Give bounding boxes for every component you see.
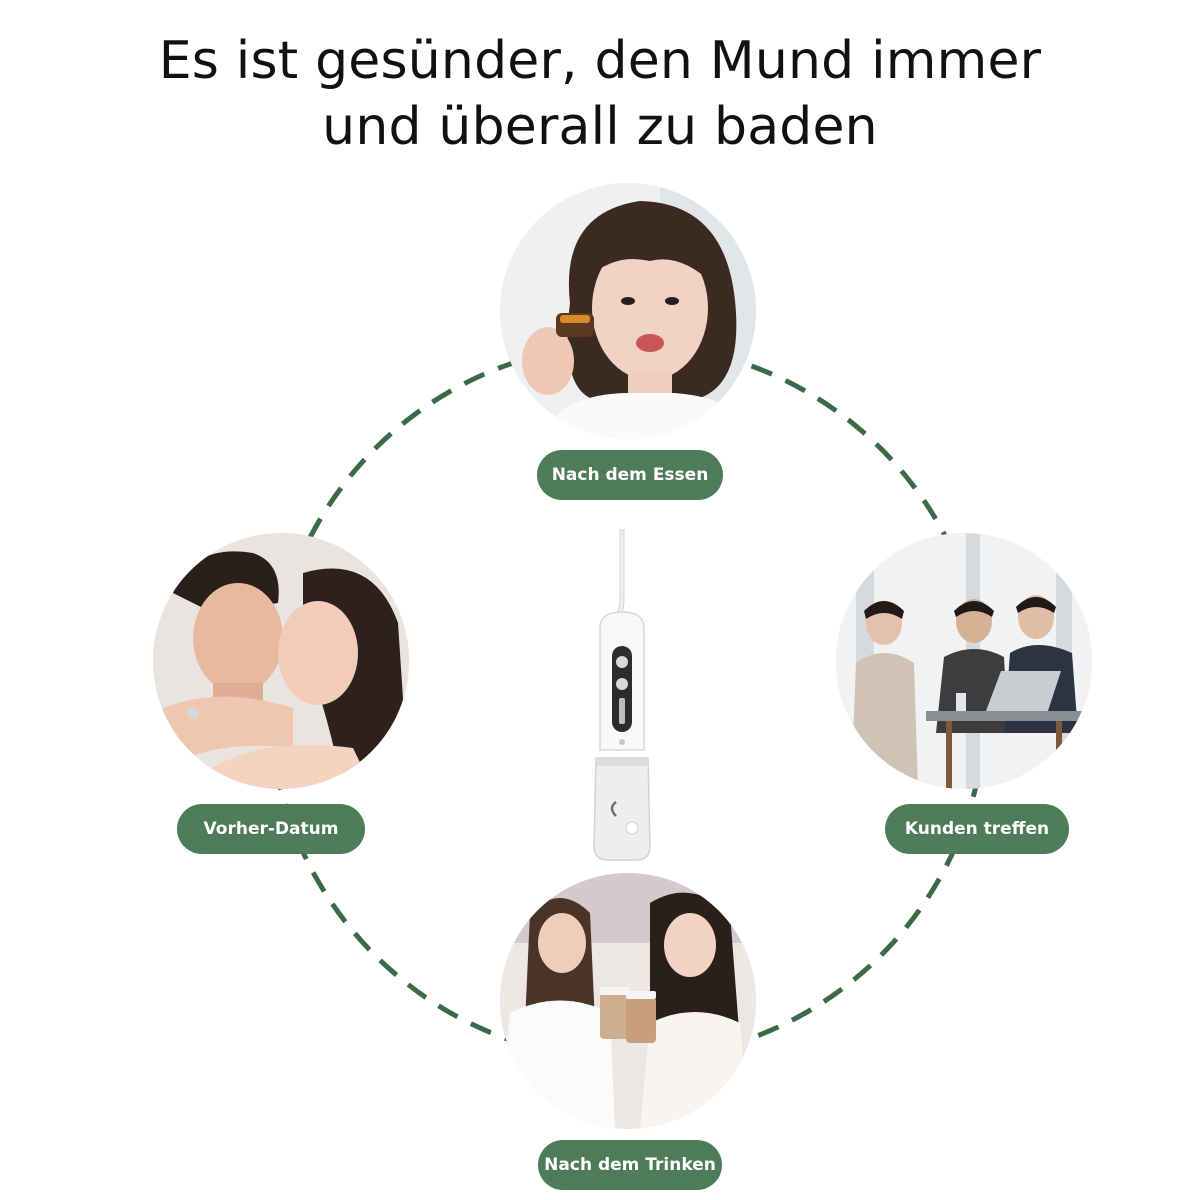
woman-eating-snack-photo: [500, 183, 756, 439]
label-vorher-datum: Vorher-Datum: [177, 804, 365, 854]
label-kunden-treffen: Kunden treffen: [885, 804, 1069, 854]
water-flosser-icon: [578, 528, 666, 868]
label-nach-dem-essen: Nach dem Essen: [537, 450, 723, 500]
couple-kissing-photo: [153, 533, 409, 789]
water-flosser-illustration: [593, 529, 651, 861]
couple-illustration: [153, 533, 409, 789]
women-drinking-illustration: [500, 873, 756, 1129]
page-title-line-1: Es ist gesünder, den Mund immer: [158, 31, 1042, 91]
page-title-line-2: und überall zu baden: [322, 97, 878, 157]
women-drinking-milk-tea-photo: [500, 873, 756, 1129]
business-meeting-illustration: [836, 533, 1092, 789]
page-title: Es ist gesünder, den Mund immer und über…: [0, 28, 1200, 160]
woman-eating-illustration: [500, 183, 756, 439]
business-meeting-photo: [836, 533, 1092, 789]
label-nach-dem-trinken: Nach dem Trinken: [538, 1140, 722, 1190]
